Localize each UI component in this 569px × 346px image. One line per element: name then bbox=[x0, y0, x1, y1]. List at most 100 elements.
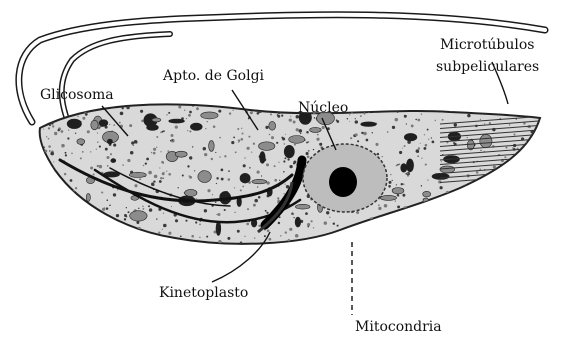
granule bbox=[441, 161, 442, 162]
granule bbox=[160, 177, 162, 179]
granule bbox=[51, 224, 53, 226]
granule bbox=[99, 146, 101, 148]
granule bbox=[156, 136, 158, 138]
granule bbox=[205, 104, 206, 105]
granule bbox=[395, 118, 399, 122]
granule bbox=[407, 175, 409, 177]
granule bbox=[374, 100, 376, 102]
granule bbox=[218, 110, 221, 113]
granule bbox=[196, 198, 197, 199]
granule bbox=[113, 124, 115, 126]
granule bbox=[532, 193, 533, 194]
granule bbox=[54, 132, 57, 135]
granule bbox=[435, 103, 437, 105]
granule bbox=[471, 202, 473, 204]
granule bbox=[285, 134, 286, 135]
granule bbox=[146, 158, 149, 161]
granule bbox=[94, 235, 96, 237]
granule bbox=[149, 208, 152, 211]
granule bbox=[526, 149, 527, 150]
granule bbox=[187, 130, 188, 131]
granule bbox=[388, 181, 391, 184]
nucleus bbox=[303, 144, 387, 212]
granule bbox=[134, 184, 137, 187]
granule bbox=[101, 191, 103, 193]
granule bbox=[283, 193, 284, 194]
granule bbox=[391, 223, 395, 227]
granule bbox=[390, 174, 391, 175]
granule bbox=[97, 141, 98, 142]
granule bbox=[57, 180, 59, 182]
granule bbox=[42, 189, 45, 192]
granule bbox=[306, 131, 309, 134]
granule bbox=[196, 107, 199, 110]
granule bbox=[178, 106, 181, 109]
granule bbox=[237, 230, 240, 233]
granule bbox=[404, 115, 407, 118]
granule bbox=[427, 129, 429, 131]
granule bbox=[277, 201, 279, 203]
granule bbox=[528, 195, 530, 197]
granule bbox=[67, 137, 69, 139]
granule bbox=[277, 245, 280, 248]
granule bbox=[158, 231, 160, 233]
granule bbox=[223, 104, 225, 106]
granule bbox=[317, 134, 319, 136]
granule bbox=[470, 245, 471, 246]
granule bbox=[64, 247, 65, 248]
granule bbox=[251, 151, 252, 152]
granule bbox=[122, 99, 125, 102]
granule bbox=[480, 150, 481, 151]
granule bbox=[96, 221, 98, 223]
granule bbox=[319, 143, 322, 146]
granule bbox=[138, 208, 139, 209]
granule bbox=[482, 241, 484, 243]
granule bbox=[82, 117, 85, 120]
granule bbox=[162, 172, 165, 175]
granule bbox=[397, 205, 400, 208]
granule bbox=[367, 101, 368, 102]
granule bbox=[514, 99, 516, 101]
granule bbox=[77, 229, 80, 232]
granule bbox=[269, 134, 271, 136]
granule bbox=[464, 203, 466, 205]
granule bbox=[483, 207, 487, 211]
granule bbox=[161, 161, 164, 164]
granule bbox=[199, 237, 201, 239]
vesicle bbox=[99, 120, 108, 127]
granule bbox=[90, 167, 93, 170]
granule bbox=[128, 211, 130, 213]
granule bbox=[513, 233, 516, 236]
granule bbox=[529, 100, 530, 101]
granule bbox=[404, 145, 406, 147]
granule bbox=[244, 157, 245, 158]
granule bbox=[234, 187, 235, 188]
granule bbox=[215, 202, 216, 203]
granule bbox=[48, 145, 51, 148]
granule bbox=[126, 106, 129, 109]
granule bbox=[504, 156, 506, 158]
granule bbox=[234, 212, 235, 213]
granule bbox=[398, 107, 402, 111]
granule bbox=[528, 154, 531, 157]
granule bbox=[211, 158, 213, 160]
granule bbox=[221, 178, 224, 181]
granule bbox=[43, 129, 44, 130]
vesicle bbox=[252, 179, 267, 183]
granule bbox=[295, 234, 299, 238]
granule bbox=[122, 107, 124, 109]
granule bbox=[142, 208, 144, 210]
granule bbox=[71, 153, 73, 155]
granule bbox=[392, 102, 393, 103]
granule bbox=[392, 126, 395, 129]
granule bbox=[45, 218, 47, 220]
granule bbox=[368, 230, 370, 232]
granule bbox=[290, 109, 291, 110]
granule bbox=[163, 224, 167, 228]
granule bbox=[315, 239, 318, 242]
granule bbox=[478, 219, 480, 221]
granule bbox=[55, 232, 56, 233]
granule bbox=[450, 235, 451, 236]
granule bbox=[305, 212, 308, 215]
